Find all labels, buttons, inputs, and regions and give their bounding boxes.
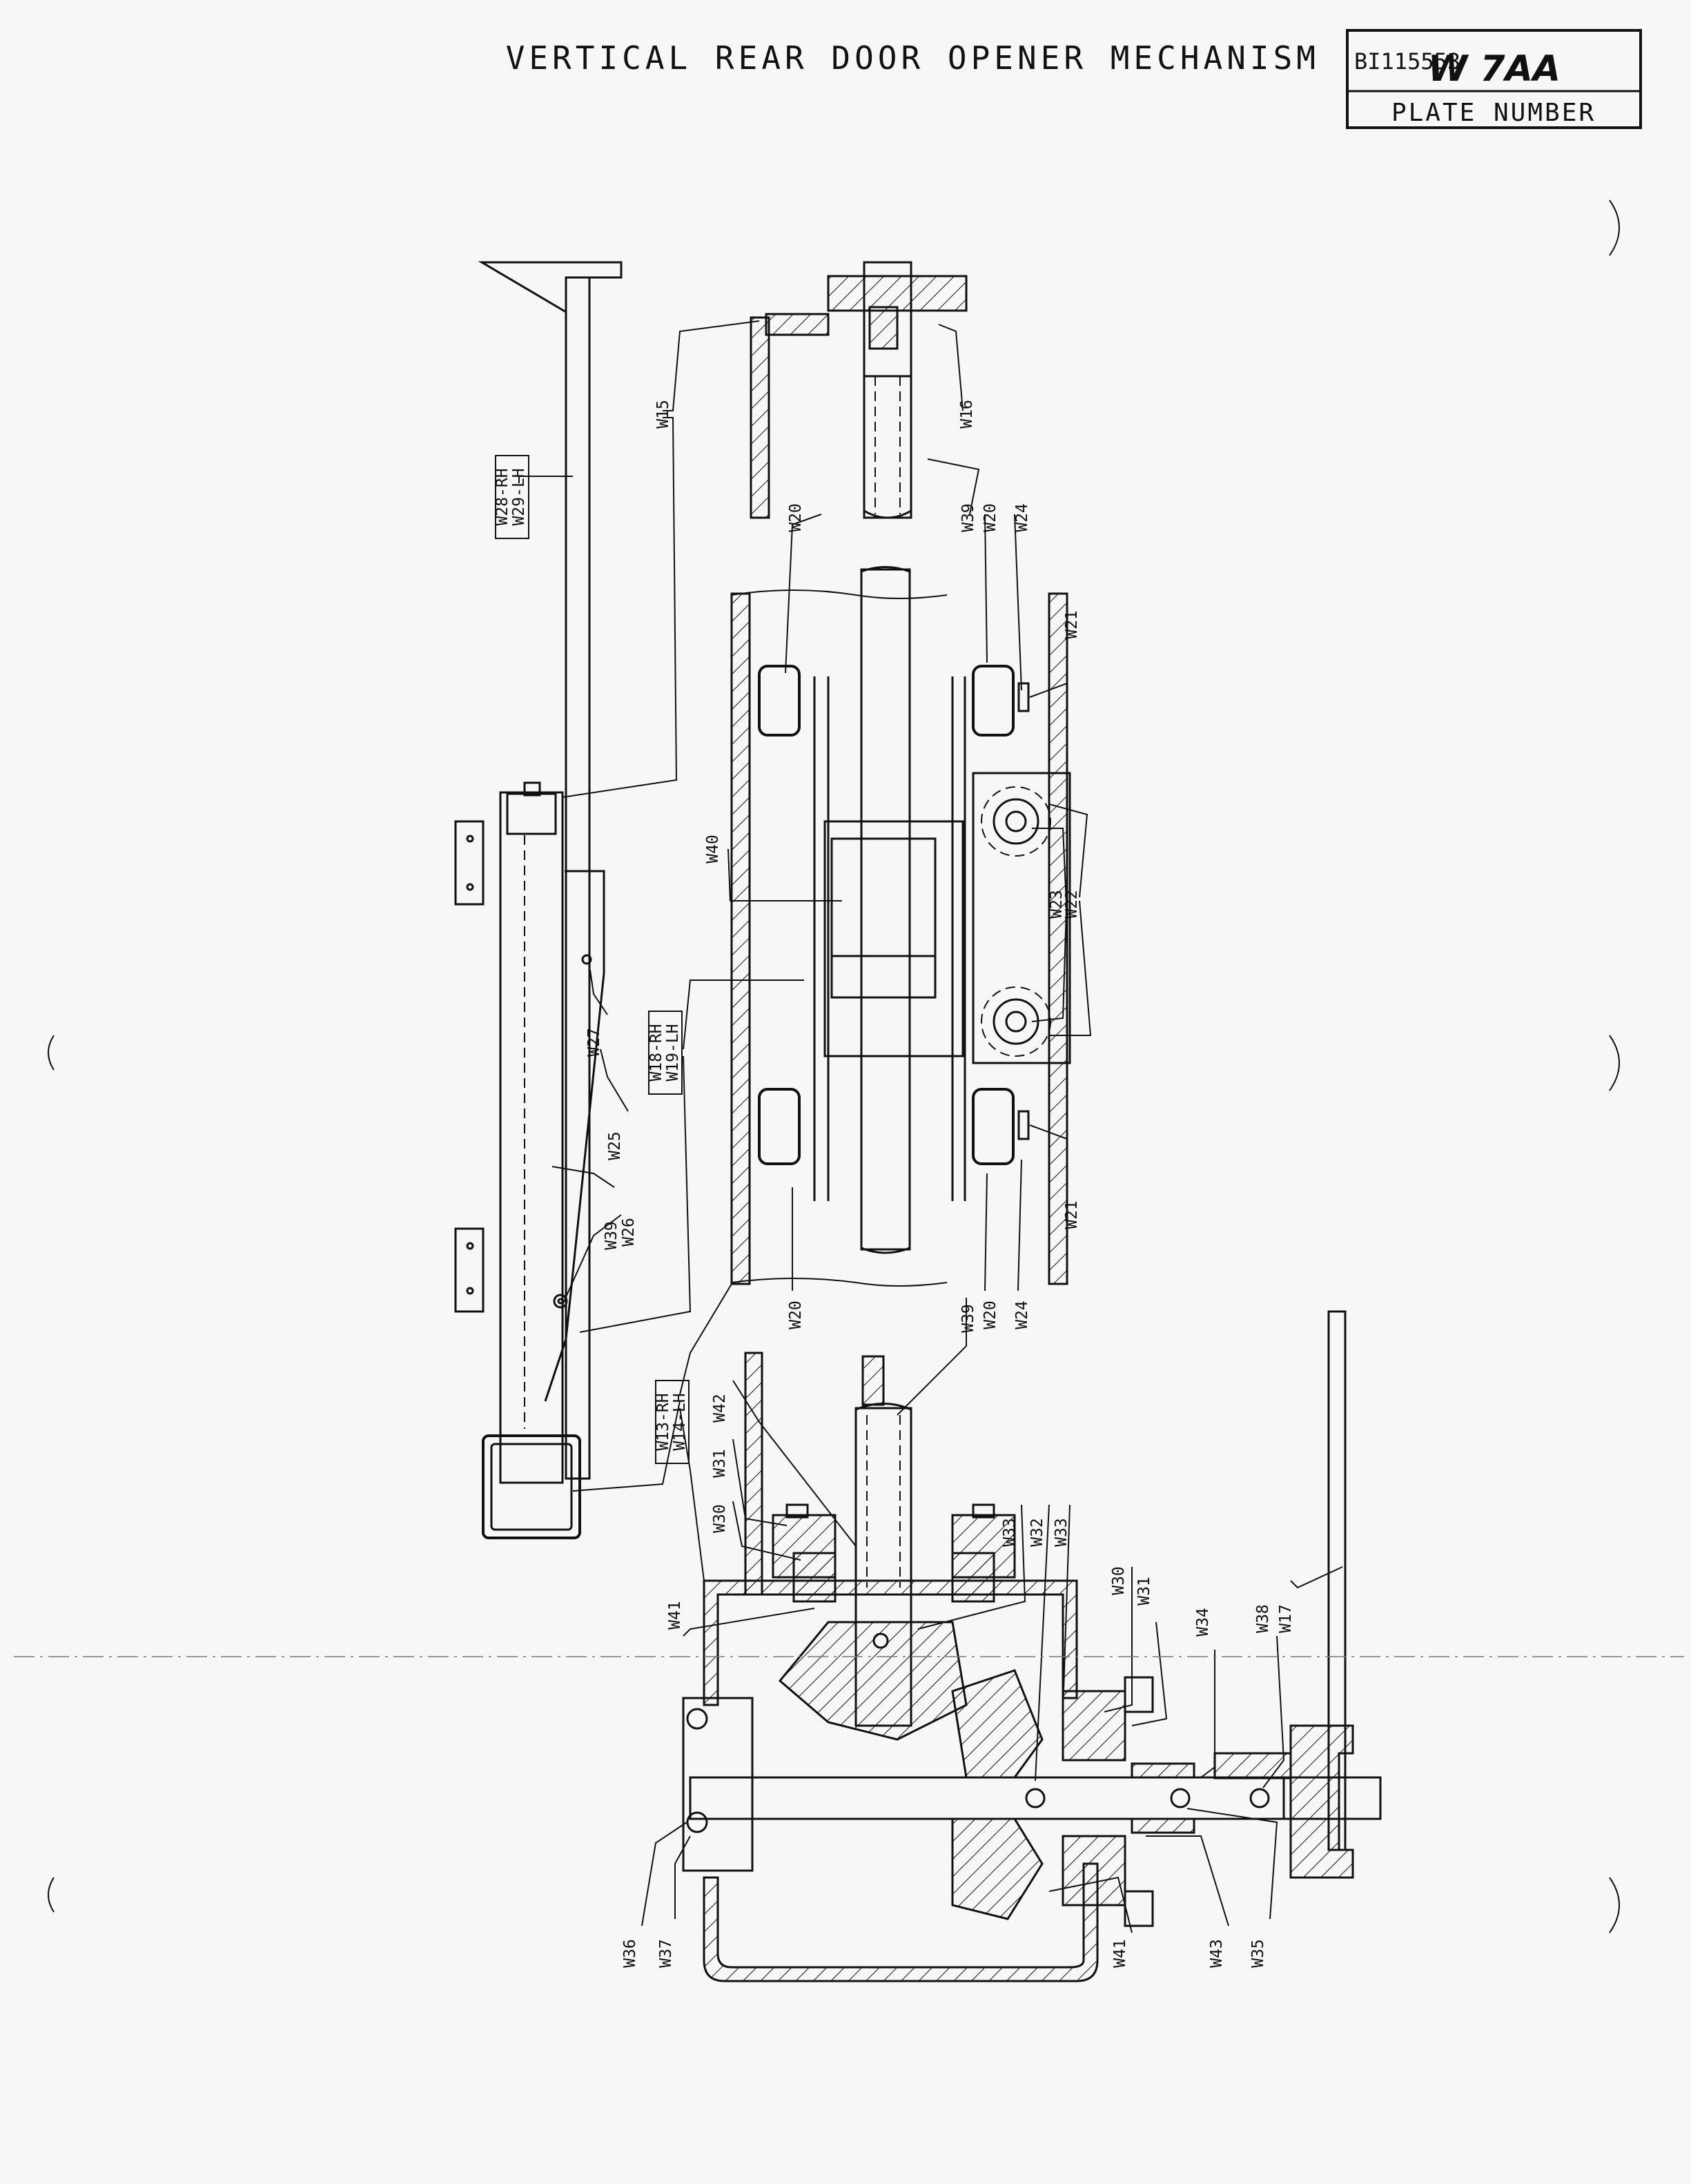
binder-hole-marks — [14, 199, 1684, 1933]
arm-assembly — [454, 261, 623, 1539]
label-w16: W16 — [958, 400, 976, 429]
plate-number: W 7AA — [1428, 48, 1561, 90]
label-w41-b: W41 — [1111, 1939, 1129, 1968]
carriage-assembly — [730, 566, 1071, 1287]
label-w22: W22 — [1063, 890, 1081, 919]
title-block: PLATE NUMBER W 7AA BI115553 VERTICAL REA… — [506, 29, 1642, 129]
plate-number-label: PLATE NUMBER — [1391, 99, 1596, 127]
label-w17: W17 — [1277, 1604, 1295, 1633]
label-w43: W43 — [1208, 1939, 1226, 1968]
label-w34: W34 — [1194, 1608, 1212, 1637]
label-w39-c: W39 — [959, 1304, 977, 1333]
label-w30-a: W30 — [711, 1504, 729, 1533]
label-w30-b: W30 — [1110, 1566, 1128, 1595]
gearbox-assembly — [682, 1310, 1382, 1982]
label-w31-b: W31 — [1135, 1577, 1153, 1606]
label-w36: W36 — [621, 1939, 639, 1968]
label-w32: W32 — [1028, 1518, 1046, 1547]
label-w42: W42 — [711, 1394, 729, 1423]
label-w37: W37 — [657, 1939, 675, 1968]
label-w39-b: W39 — [603, 1221, 620, 1250]
label-w20-c: W20 — [787, 1300, 805, 1329]
label-w33-a: W33 — [1001, 1518, 1019, 1547]
callout-labels: W15 W16 W28-RH W29-LH W20 W39 W20 W24 W2… — [493, 400, 1295, 1968]
upper-shaft-detail — [750, 261, 968, 519]
label-w23: W23 — [1048, 890, 1066, 919]
label-w21-b: W21 — [1063, 1200, 1081, 1229]
label-w24-b: W24 — [1013, 1300, 1031, 1329]
label-w39-a: W39 — [959, 503, 977, 532]
label-w31-a: W31 — [711, 1449, 729, 1478]
label-w35: W35 — [1249, 1939, 1267, 1968]
label-w21-a: W21 — [1063, 610, 1081, 639]
label-w38: W38 — [1254, 1604, 1272, 1633]
label-w41-a: W41 — [666, 1601, 684, 1630]
label-w26: W26 — [620, 1218, 638, 1247]
label-w14: W14-LH — [671, 1393, 689, 1450]
plate-number-box — [1346, 29, 1642, 129]
label-w20-b: W20 — [981, 503, 999, 532]
label-w24-a: W24 — [1013, 503, 1031, 532]
label-w25: W25 — [606, 1131, 624, 1160]
label-w15: W15 — [654, 400, 672, 429]
plate-overstamp: BI115553 — [1354, 48, 1460, 75]
label-w29: W29-LH — [510, 468, 528, 525]
drawing-title: VERTICAL REAR DOOR OPENER MECHANISM — [506, 39, 1320, 77]
label-w40: W40 — [704, 835, 722, 864]
label-w27: W27 — [585, 1028, 603, 1057]
label-w20-d: W20 — [981, 1300, 999, 1329]
label-w18: W18-RH — [647, 1024, 665, 1081]
leader-lines — [518, 320, 1343, 1933]
label-w20-a: W20 — [787, 503, 805, 532]
label-w13: W13-RH — [654, 1393, 672, 1450]
label-w19: W19-LH — [664, 1024, 682, 1081]
label-w33-b: W33 — [1053, 1518, 1071, 1547]
label-w28: W28-RH — [493, 468, 511, 525]
